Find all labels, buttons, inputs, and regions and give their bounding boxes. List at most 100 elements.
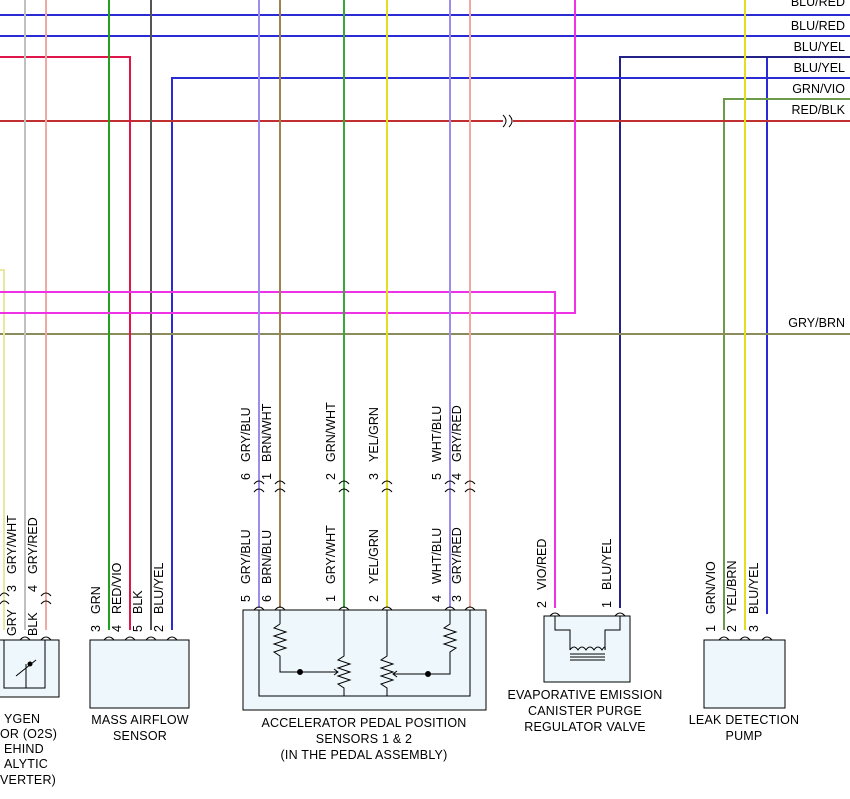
app-lower-pin-2-color: BRN/BLU: [260, 530, 274, 584]
maf-name-line-1: MASS AIRFLOW: [91, 713, 189, 727]
app-upper-pin-2-color: BRN/WHT: [260, 403, 274, 462]
maf-pin-4-num: 4: [110, 625, 124, 632]
evap-pin-1-color: BLU/YEL: [600, 539, 614, 590]
wire-magenta-2: [0, 0, 576, 314]
maf-pin-3-num: 3: [89, 625, 103, 632]
app-upper-pin-6-num: 4: [450, 473, 464, 480]
evap-box: [543, 615, 631, 683]
accelerator-pedal-position-sensor: 5 GRY/BLU 6 BRN/BLU 1 GRY/WHT 2 YEL/GRN 4 WHT…: [239, 525, 487, 762]
oxygen-sensor: YGEN OR (O2S) EHIND ALYTIC VERTER): [0, 636, 60, 787]
app-upper-pin-4-color: YEL/GRN: [367, 407, 381, 462]
app-upper-pin-1-color: GRY/BLU: [239, 407, 253, 462]
app-upper-pin-4-num: 3: [367, 473, 381, 480]
app-lower-pin-6-color: GRY/RED: [450, 527, 464, 584]
app-lower-pin-4-color: YEL/GRN: [367, 529, 381, 584]
wire-gry-wht-o2s: [0, 269, 5, 630]
app-lower-pin-4-num: 2: [367, 595, 381, 602]
evap-pin-2-num: 2: [535, 601, 549, 608]
wire-blu-yel-maf: [171, 77, 850, 630]
app-lower-pin-3-color: GRY/WHT: [324, 525, 338, 584]
o2s-pin-4-color: GRY/RED: [26, 517, 40, 574]
connector-symbol: [253, 480, 476, 493]
app-upper-pin-5-color: WHT/BLU: [430, 406, 444, 462]
ldp-box: [703, 639, 786, 709]
o2s-pin-4-num: 4: [26, 585, 40, 592]
wire-red-vio-maf: [0, 56, 131, 630]
o2s-lower-label-blk: BLK: [26, 612, 40, 636]
wire-break-symbol: [502, 114, 513, 128]
app-lower-pin-1-num: 5: [239, 595, 253, 602]
ldp-pin-1-color: GRN/VIO: [704, 561, 718, 614]
label-grn-vio: GRN/VIO: [792, 82, 845, 96]
evap-pin-2-color: VIO/RED: [535, 539, 549, 590]
ldp-pin-1-num: 1: [704, 625, 718, 632]
o2s-name-line-2: OR (O2S): [0, 727, 57, 741]
evap-name-line-2: CANISTER PURGE: [528, 704, 642, 718]
maf-pin-connectors: [103, 636, 178, 641]
evap-name-line-1: EVAPORATIVE EMISSION: [508, 688, 663, 702]
app-lower-pin-3-num: 1: [324, 595, 338, 602]
app-upper-pin-1-num: 6: [239, 473, 253, 480]
maf-pin-2-color: BLU/YEL: [152, 563, 166, 614]
ldp-pin-2-color: YEL/BRN: [725, 561, 739, 615]
label-blu-red-2: BLU/RED: [791, 19, 845, 33]
app-lower-pin-5-num: 4: [430, 595, 444, 602]
wires: [0, 0, 850, 630]
mass-airflow-sensor: 3 GRN 4 RED/VIO 5 BLK 2 BLU/YEL MASS AIRFLOW…: [89, 562, 190, 743]
app-upper-pin-3-num: 2: [324, 473, 338, 480]
o2s-name-line-5: VERTER): [0, 773, 56, 787]
o2s-lower-label-gry: GRY: [5, 608, 19, 636]
wire-blu-yel-ldp: [766, 56, 850, 614]
ldp-pin-3-color: BLU/YEL: [747, 563, 761, 614]
maf-pin-4-color: RED/VIO: [110, 562, 124, 614]
maf-pin-2-num: 2: [152, 625, 166, 632]
label-blu-yel-1: BLU/YEL: [794, 40, 845, 54]
o2s-pin-3-num: 3: [5, 585, 19, 592]
app-name-line-3: (IN THE PEDAL ASSEMBLY): [281, 748, 448, 762]
app-lower-pin-5-color: WHT/BLU: [430, 528, 444, 584]
app-upper-connector: 6 GRY/BLU 1 BRN/WHT 2 GRN/WHT 3 YEL/GRN 5 WHT…: [239, 402, 476, 493]
o2s-pin-3-color: GRY/WHT: [5, 515, 19, 574]
label-blu-yel-2: BLU/YEL: [794, 61, 845, 75]
o2s-sensor-symbol: [3, 640, 46, 689]
solenoid-coil-icon: [554, 616, 621, 661]
evap-canister-purge-valve: 2 VIO/RED 1 BLU/YEL EVAPORATIVE EMISSION C…: [508, 539, 663, 734]
ldp-name-line-1: LEAK DETECTION: [689, 713, 799, 727]
maf-pin-3-color: GRN: [89, 586, 103, 614]
app-name-line-2: SENSORS 1 & 2: [316, 732, 412, 746]
o2s-connector-symbol: [0, 592, 52, 605]
maf-box: [89, 639, 190, 709]
maf-pin-5-num: 5: [131, 625, 145, 632]
wire-vio-red-evap: [0, 291, 556, 608]
ldp-pin-connectors: [718, 636, 773, 641]
wire-blu-yel-evap: [619, 56, 850, 608]
o2s-name-line-4: ALYTIC: [4, 757, 48, 771]
o2s-upper-connector: 3 GRY/WHT 4 GRY/RED GRY BLK: [0, 515, 52, 636]
app-pin-connectors: [253, 606, 476, 611]
label-red-blk: RED/BLK: [792, 103, 846, 117]
app-upper-pin-6-color: GRY/RED: [450, 405, 464, 462]
evap-pin-connectors: [549, 612, 626, 617]
ldp-pin-2-num: 2: [725, 625, 739, 632]
o2s-name-line-1: YGEN: [4, 712, 40, 726]
o2s-name-line-3: EHIND: [4, 742, 44, 756]
ldp-name-line-2: PUMP: [726, 729, 763, 743]
app-name-line-1: ACCELERATOR PEDAL POSITION: [261, 716, 466, 730]
app-lower-pin-2-num: 6: [260, 595, 274, 602]
o2s-pin-connectors: [19, 636, 52, 641]
app-upper-pin-3-color: GRN/WHT: [324, 402, 338, 462]
app-internal-circuit: [258, 610, 471, 697]
maf-pin-5-color: BLK: [131, 590, 145, 614]
app-lower-pin-6-num: 3: [450, 595, 464, 602]
ldp-pin-3-num: 3: [747, 625, 761, 632]
evap-pin-1-num: 1: [600, 601, 614, 608]
wire-grn-vio: [723, 98, 850, 630]
app-lower-pin-1-color: GRY/BLU: [239, 529, 253, 584]
label-gry-brn: GRY/BRN: [788, 316, 845, 330]
evap-name-line-3: REGULATOR VALVE: [524, 720, 646, 734]
app-upper-pin-5-num: 5: [430, 473, 444, 480]
app-upper-pin-2-num: 1: [260, 473, 274, 480]
leak-detection-pump: 1 GRN/VIO 2 YEL/BRN 3 BLU/YEL LEAK DETECTIO…: [689, 561, 799, 744]
label-blu-red-1: BLU/RED: [791, 0, 845, 9]
